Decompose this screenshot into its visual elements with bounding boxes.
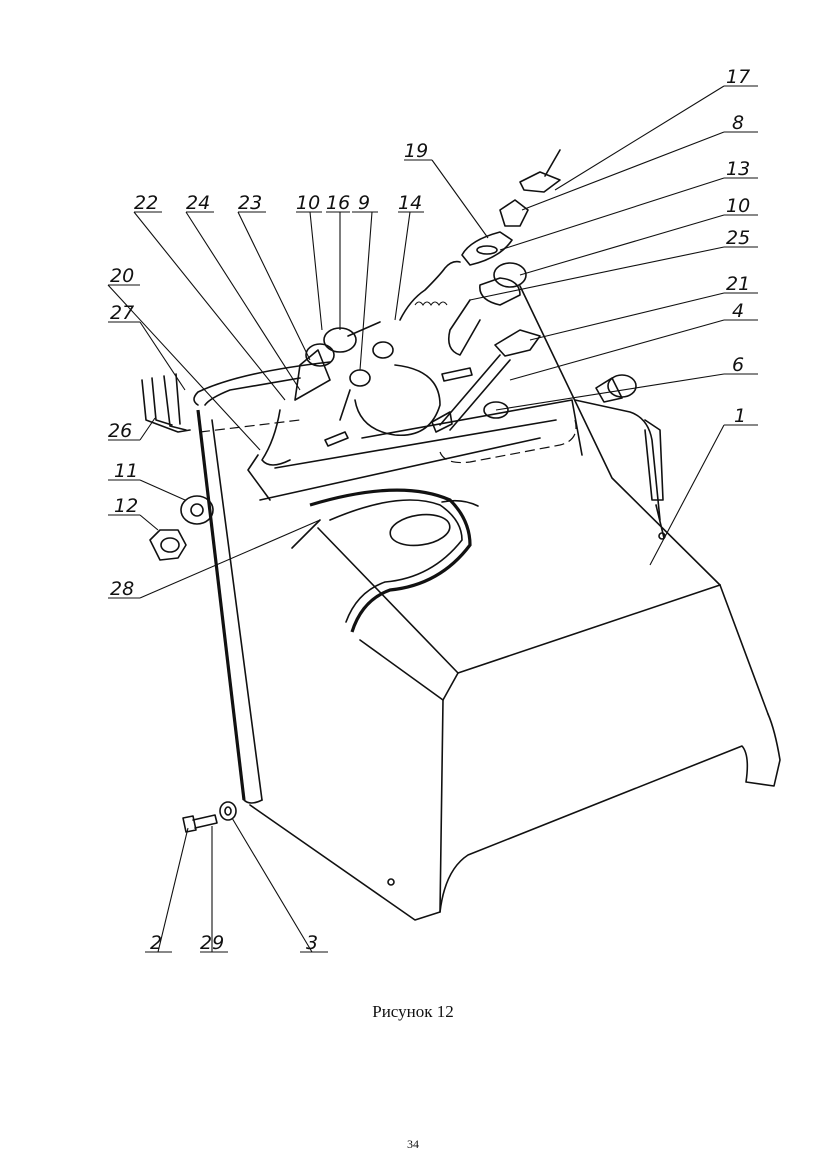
callout-25: 25 [726, 227, 750, 249]
callout-28: 28 [110, 578, 134, 600]
callout-27: 27 [110, 302, 134, 324]
callout-1: 1 [734, 405, 746, 427]
body-housing [193, 285, 781, 921]
figure-caption: Рисунок 12 [372, 1002, 454, 1021]
callout-20: 20 [110, 265, 134, 287]
page-number: 34 [407, 1137, 419, 1151]
callout-6: 6 [732, 354, 744, 376]
callout-labels: 17 8 19 13 10 25 22 24 23 10 16 9 14 21 … [108, 66, 750, 954]
callout-9: 9 [358, 192, 370, 214]
callout-8: 8 [732, 112, 744, 134]
switch-cluster [149, 149, 637, 833]
callout-22: 22 [134, 192, 158, 214]
callout-13: 13 [726, 158, 750, 180]
callout-2: 2 [150, 932, 162, 954]
callout-29: 29 [200, 932, 224, 954]
callout-16: 16 [326, 192, 350, 214]
callout-26: 26 [108, 420, 132, 442]
callout-11: 11 [114, 460, 138, 482]
leader-lines [107, 85, 758, 953]
callout-10-right: 10 [726, 195, 750, 217]
callout-10-left: 10 [296, 192, 320, 214]
callout-12: 12 [114, 495, 138, 517]
callout-19: 19 [404, 140, 428, 162]
callout-17: 17 [726, 66, 750, 88]
callout-3: 3 [306, 932, 318, 954]
callout-21: 21 [726, 273, 750, 295]
sensor-cable [574, 399, 666, 540]
callout-4: 4 [732, 300, 744, 322]
pipe-bracket [141, 373, 191, 433]
callout-14: 14 [398, 192, 422, 214]
callout-24: 24 [186, 192, 210, 214]
callout-23: 23 [238, 192, 262, 214]
